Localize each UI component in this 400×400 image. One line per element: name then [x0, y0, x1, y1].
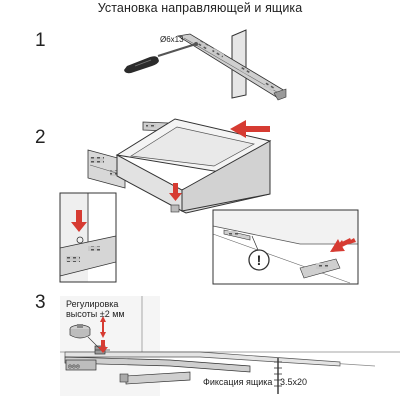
push-arrow-icon — [230, 120, 270, 138]
step-number-1: 1 — [35, 30, 46, 51]
drawer-fixation-label: Фиксация ящика — [203, 377, 273, 387]
step-number-2: 2 — [35, 127, 46, 148]
warning-symbol: ! — [257, 252, 262, 268]
step1-illustration — [124, 29, 287, 101]
height-adjust-line2: высоты ±2 мм — [66, 309, 125, 319]
slide-rail — [176, 33, 287, 101]
step2-illustration — [87, 118, 272, 214]
step3-illustration: ◎◎◎ — [60, 296, 400, 396]
screw-size-label: 3.5x20 — [280, 377, 308, 387]
svg-text:◎◎◎: ◎◎◎ — [68, 363, 80, 370]
down-arrow-icon — [169, 183, 182, 201]
screw-icon — [274, 358, 282, 394]
detail-box-right — [212, 209, 359, 285]
warning-icon: ! — [248, 235, 270, 271]
height-adjust-label: Регулировка высоты ±2 мм — [66, 299, 125, 319]
slide-rail-bottom: ◎◎◎ — [64, 356, 251, 385]
down-arrow-icon — [98, 340, 108, 353]
height-adjust-line1: Регулировка — [66, 299, 119, 309]
drawer-box — [115, 118, 272, 214]
screwdriver-icon — [124, 42, 198, 74]
height-adjust-icon — [69, 316, 106, 350]
detail-box-left — [59, 192, 117, 283]
step-number-3: 3 — [35, 292, 46, 313]
down-arrow-icon — [71, 210, 87, 232]
screw-label: Ø6x13 — [160, 35, 184, 44]
page-title: Установка направляющей и ящика — [97, 1, 303, 15]
